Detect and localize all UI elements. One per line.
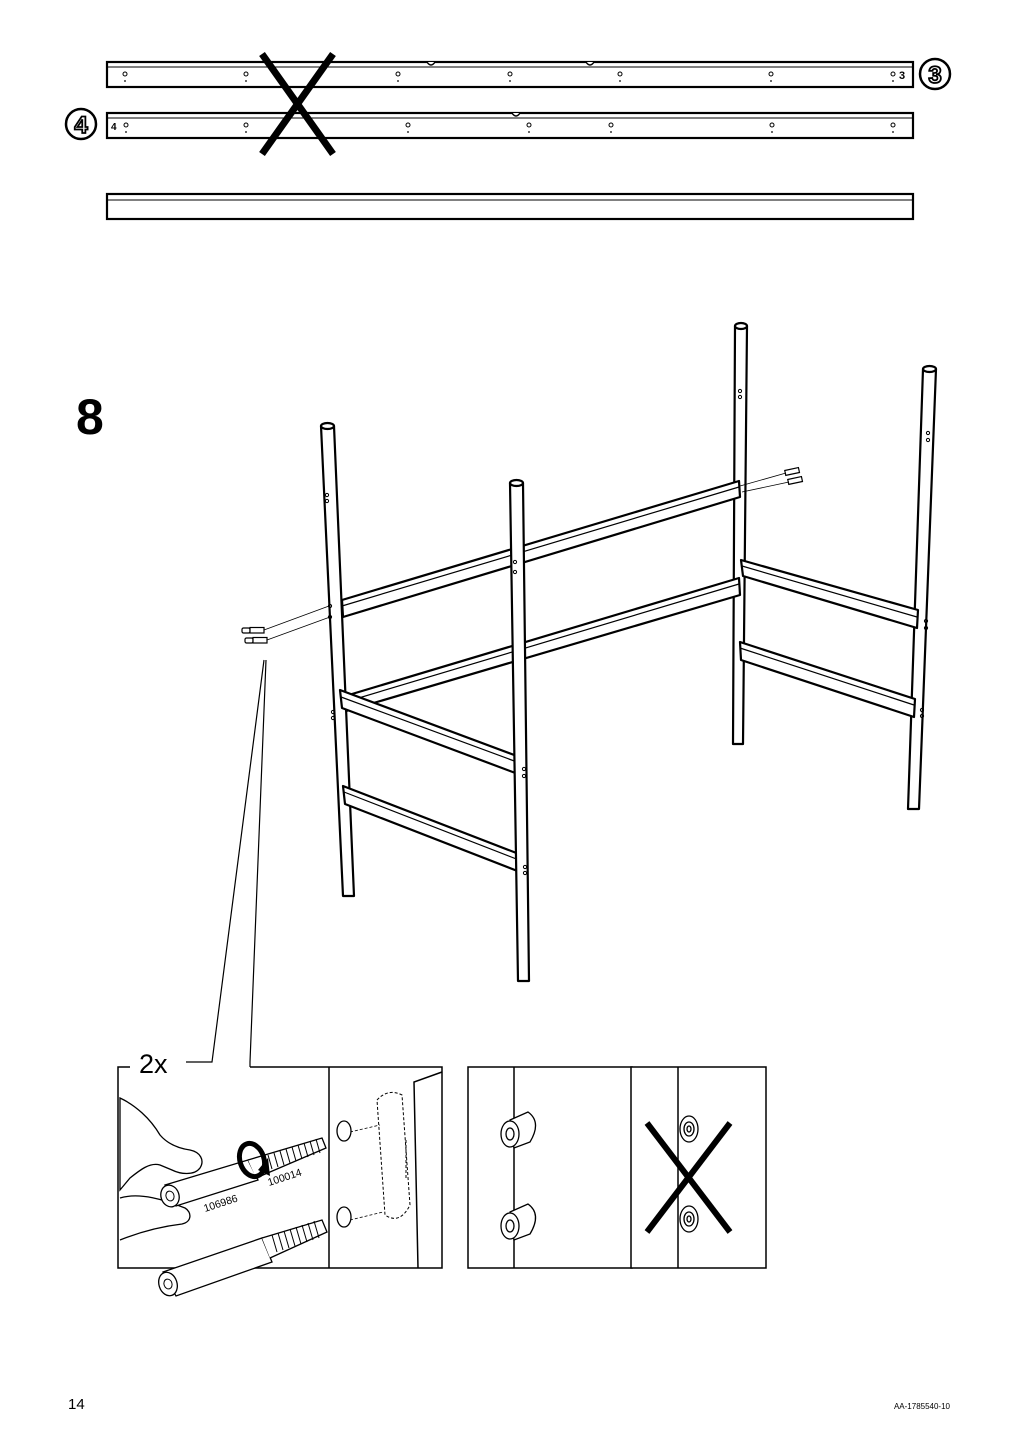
rotate-arrow-icon <box>236 1140 270 1180</box>
back-left-post <box>731 321 749 746</box>
detail-panel-incorrect <box>630 1066 767 1269</box>
right-end-upper-rail <box>739 558 920 630</box>
rail-part-3: 3 <box>105 60 915 89</box>
right-end-lower-rail <box>738 640 917 719</box>
front-right-post <box>508 478 531 983</box>
hole-marks <box>324 388 931 876</box>
rail-3-stamp: 3 <box>899 70 905 82</box>
do-not-use-cross-icon <box>259 51 336 157</box>
dowel-icon <box>241 605 331 644</box>
rail-4-stamp: 4 <box>111 122 117 133</box>
detail-leader-lines <box>186 659 267 1067</box>
hand-icon <box>119 1096 203 1241</box>
page-number: 14 <box>68 1396 85 1413</box>
do-not-use-cross-icon <box>644 1121 733 1234</box>
dowel-icon <box>739 466 804 493</box>
front-left-post <box>319 421 356 898</box>
quantity-label: 2x <box>134 1049 173 1080</box>
rail-part-plain <box>105 192 915 221</box>
part-callout-4: 4 <box>64 107 98 141</box>
part-callout-4-label: 4 <box>74 112 88 139</box>
dowel-icon <box>158 1219 328 1297</box>
document-id: AA-1785540-10 <box>893 1402 950 1411</box>
detail-panel-correct <box>467 1066 633 1269</box>
rail-part-4: 4 <box>105 111 915 140</box>
detail-panel-insert: 106986 100014 <box>117 1066 443 1297</box>
part-callout-3: 3 <box>918 57 952 91</box>
step-number: 8 <box>76 389 104 445</box>
part-callout-3-label: 3 <box>928 62 941 89</box>
